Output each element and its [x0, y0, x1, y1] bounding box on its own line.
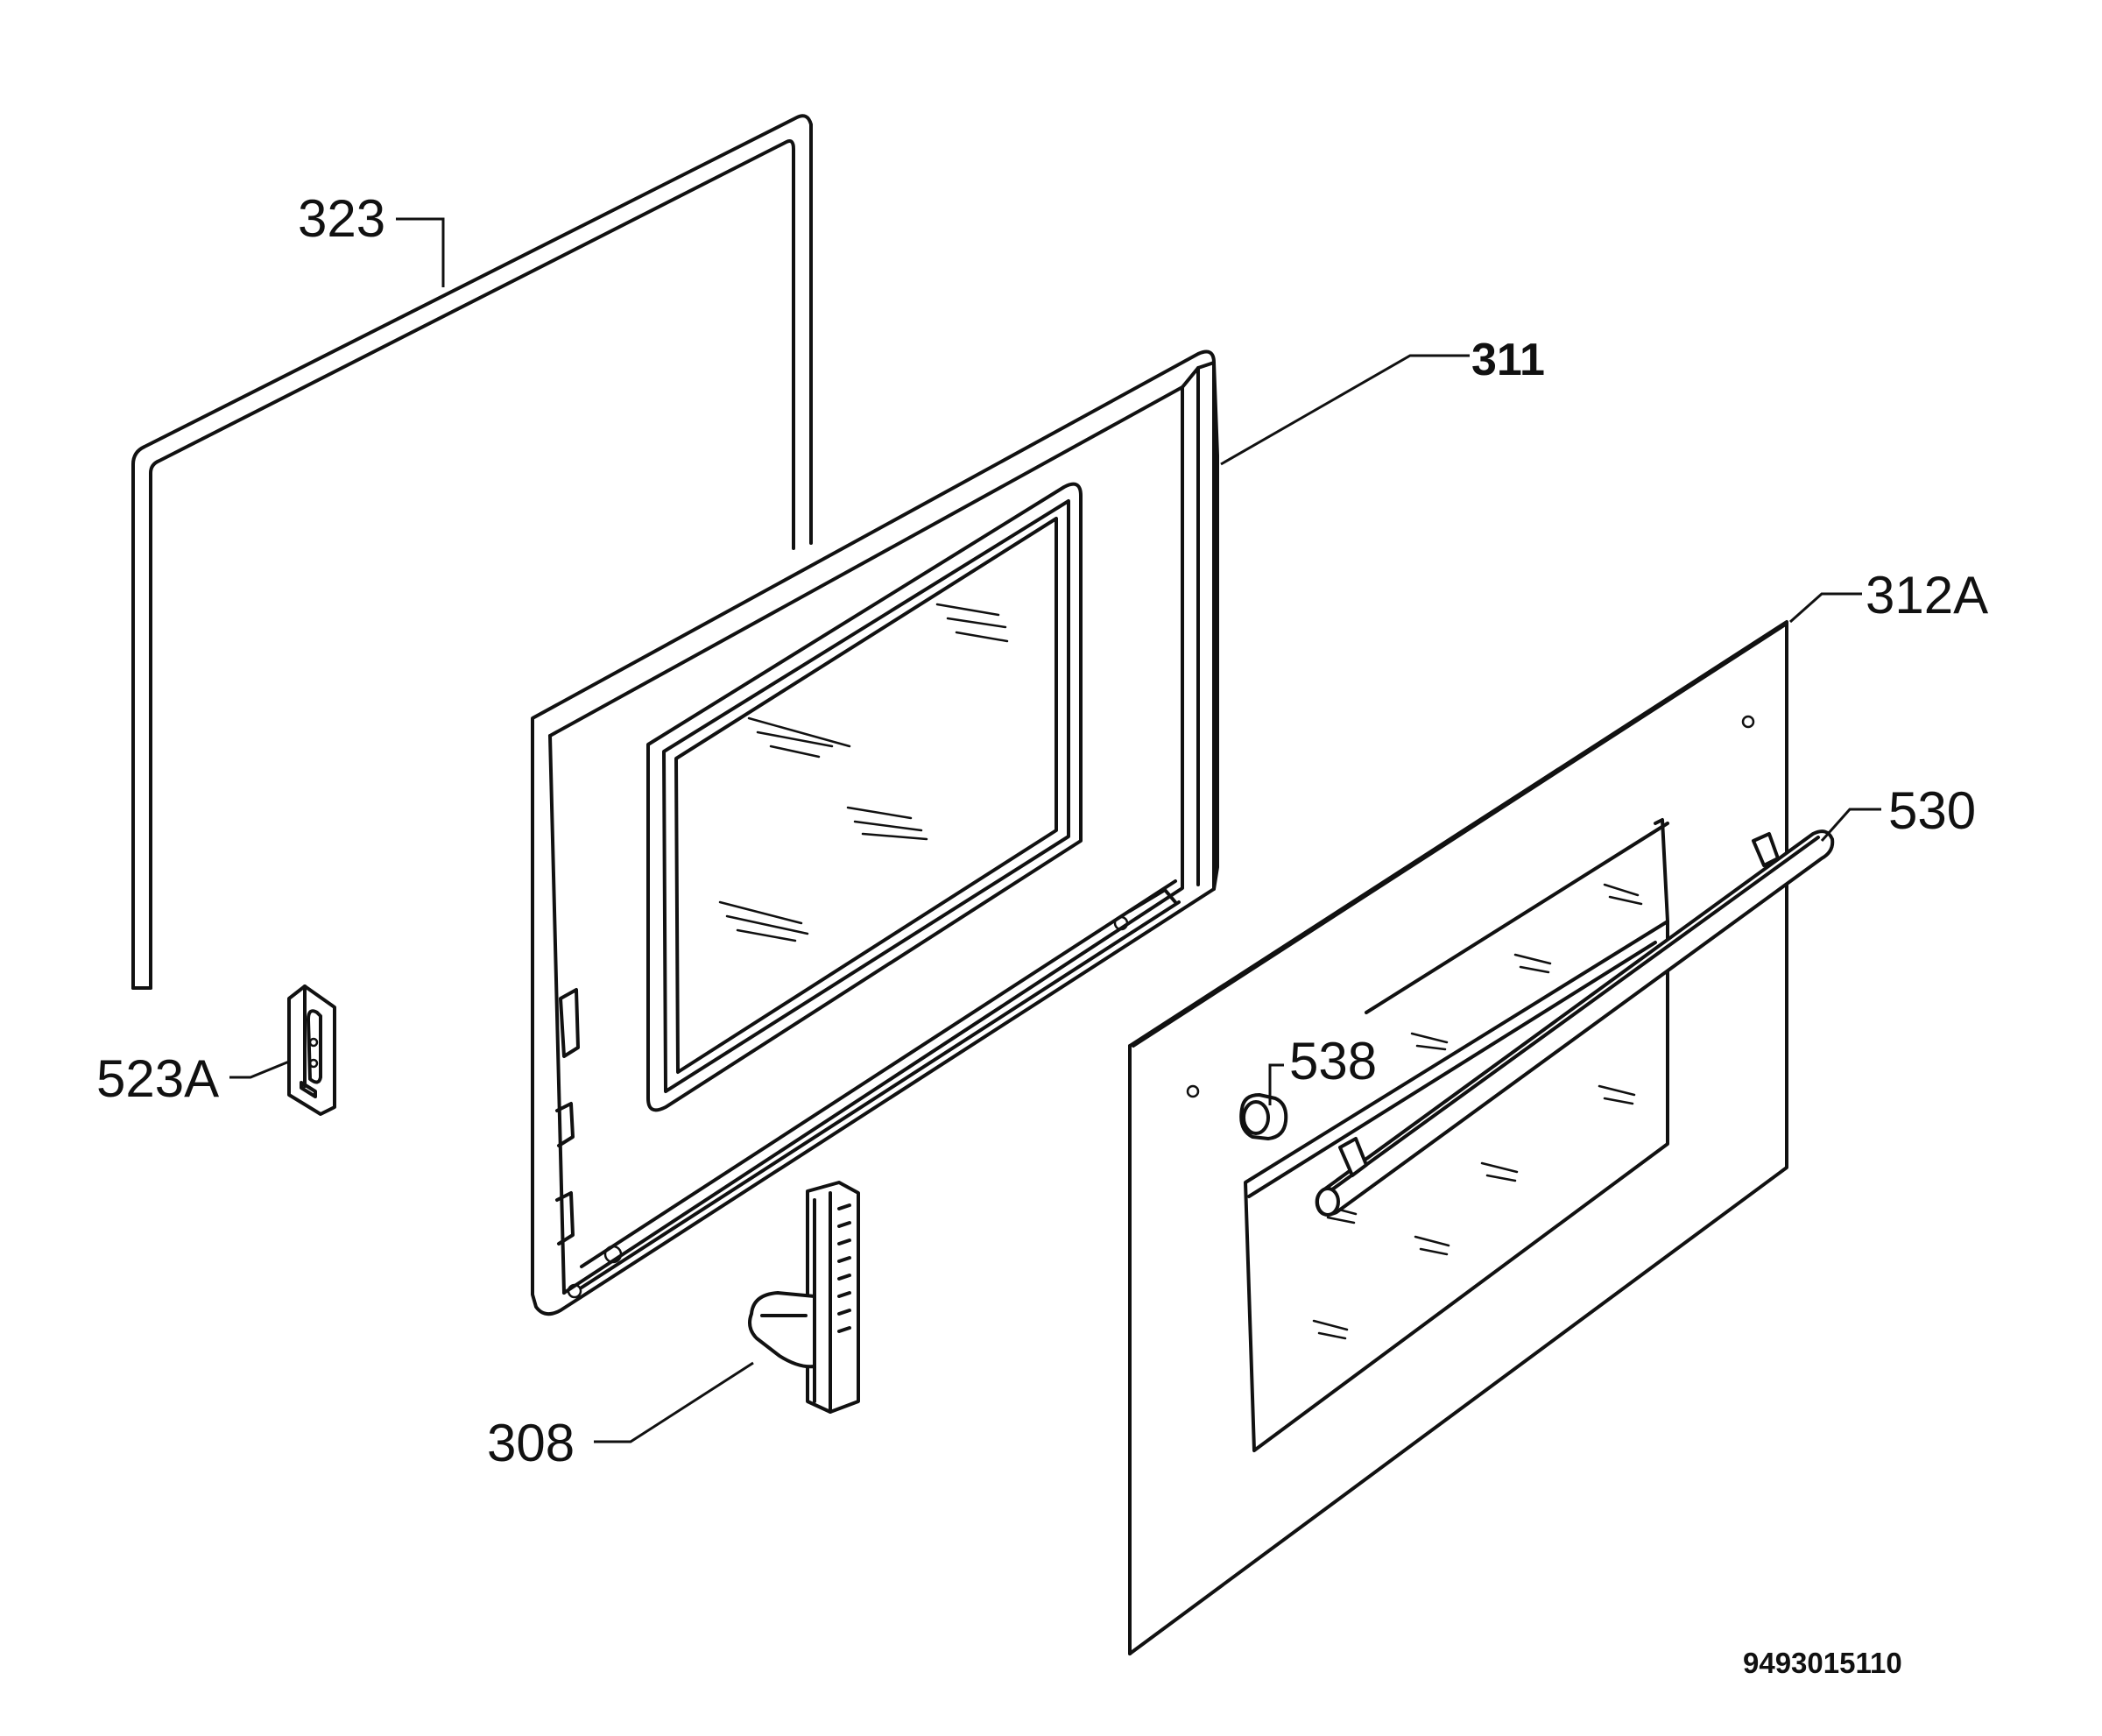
leader-311: [1220, 354, 1470, 466]
part-523A-door-catch[interactable]: [287, 984, 336, 1116]
leader-308: [594, 1361, 754, 1443]
leader-538: [1268, 1063, 1284, 1105]
part-308-hinge[interactable]: [748, 1181, 860, 1414]
part-312A-outer-glass[interactable]: [1128, 620, 1788, 1655]
part-538-spacer[interactable]: [1239, 1093, 1288, 1140]
leader-523A: [229, 1060, 290, 1079]
part-311-inner-frame[interactable]: [531, 349, 1219, 1316]
part-530-handle[interactable]: [1315, 829, 1835, 1217]
label-308: 308: [487, 1414, 575, 1472]
label-530: 530: [1888, 781, 1976, 840]
label-311: 311: [1471, 335, 1545, 385]
leader-312A: [1789, 592, 1862, 624]
label-312A: 312A: [1866, 566, 1988, 625]
label-523A: 523A: [96, 1049, 219, 1108]
label-323: 323: [298, 189, 385, 248]
leader-530: [1820, 808, 1881, 842]
leader-323: [396, 217, 445, 287]
label-538: 538: [1289, 1032, 1377, 1090]
part-323-gasket[interactable]: [131, 114, 813, 990]
document-number: 9493015110: [1743, 1647, 1902, 1679]
